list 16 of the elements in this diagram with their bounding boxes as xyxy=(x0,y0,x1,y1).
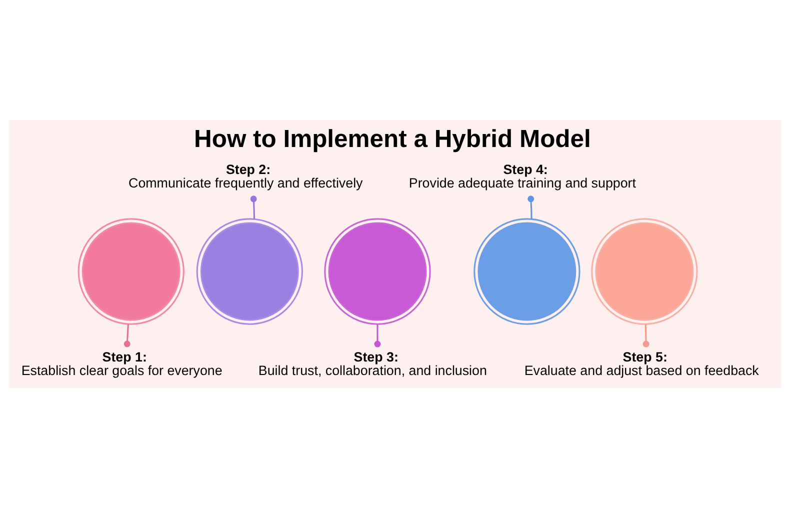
connector xyxy=(124,324,130,348)
node-circle xyxy=(474,218,580,325)
node-circle xyxy=(196,218,303,325)
connector xyxy=(528,196,534,219)
node-text: Step 4: Provide adequate training and support xyxy=(408,162,636,190)
node-circle xyxy=(591,218,698,325)
node-text: Step 2: Communicate frequently and effectively xyxy=(128,162,363,190)
node-text: Step 1: Establish clear goals for everyone xyxy=(21,350,222,378)
diagram-title: How to Implement a Hybrid Model xyxy=(194,126,591,154)
connector xyxy=(374,324,381,348)
connector xyxy=(250,196,257,219)
node-text: Step 3: Build trust, collaboration, and inclusion xyxy=(258,350,487,378)
node-text: Step 5: Evaluate and adjust based on feedback xyxy=(524,350,759,378)
node-circle xyxy=(78,218,184,325)
node-circle xyxy=(324,218,431,325)
connector xyxy=(642,324,650,348)
